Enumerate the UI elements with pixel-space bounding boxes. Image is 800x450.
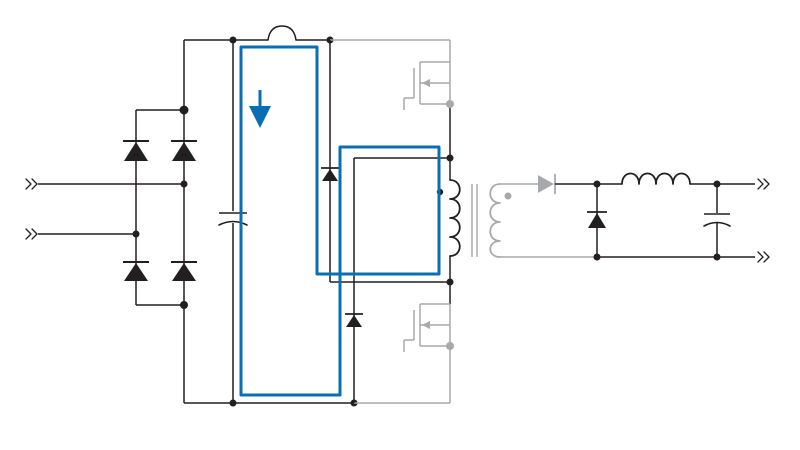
node-bridge-bottom <box>180 301 188 309</box>
output-inductor <box>597 172 755 185</box>
top-mosfet-source-node <box>446 100 454 108</box>
node-output-return <box>593 253 601 261</box>
switch-wiring-inactive <box>330 39 451 404</box>
transformer <box>436 154 598 286</box>
top-mosfet-switch <box>403 61 454 110</box>
node-bridge-right-input <box>180 180 188 188</box>
node-bridge-left-input <box>132 230 140 238</box>
input-terminal-top-icon[interactable] <box>25 178 38 190</box>
current-path-highlight <box>239 45 441 397</box>
bridge-diode-top-left <box>123 140 149 161</box>
bottom-mosfet-source-node <box>446 342 454 350</box>
node-output-cap-bottom <box>713 253 721 261</box>
arrow-down-icon <box>249 90 271 128</box>
clamp-diode-upper <box>321 167 339 181</box>
clamp-diode-lower <box>345 313 363 327</box>
current-loop-outer <box>239 45 441 397</box>
output-capacitor <box>703 184 731 257</box>
output-terminal-top-icon[interactable] <box>757 178 770 190</box>
output-terminal-bottom-icon[interactable] <box>757 251 770 263</box>
node-bridge-top <box>179 105 189 115</box>
bridge-diode-top-right <box>171 140 197 161</box>
input-terminal-bottom-icon[interactable] <box>25 228 38 240</box>
node-b <box>446 278 454 286</box>
output-stage <box>525 172 770 263</box>
bridge-diode-bottom-right <box>171 261 197 281</box>
secondary-polarity-dot <box>504 192 512 200</box>
primary-current-sense-inductor <box>267 25 297 41</box>
node-bus-cap-bottom <box>229 399 237 407</box>
node-output-diode <box>593 180 601 188</box>
output-rectifier-diode <box>525 174 597 194</box>
bridge-rectifier <box>123 40 197 403</box>
clamp-diodes <box>321 40 450 403</box>
freewheel-diode <box>587 211 607 228</box>
transformer-core <box>471 184 478 257</box>
input-terminals <box>25 178 184 240</box>
bridge-diode-bottom-left <box>123 261 149 281</box>
dc-bus <box>184 25 358 407</box>
node-bus-cap-top <box>229 36 237 44</box>
bottom-mosfet-switch <box>403 303 454 352</box>
node-output-cap-top <box>713 180 721 188</box>
node-a <box>446 154 454 162</box>
secondary-winding <box>489 183 598 258</box>
